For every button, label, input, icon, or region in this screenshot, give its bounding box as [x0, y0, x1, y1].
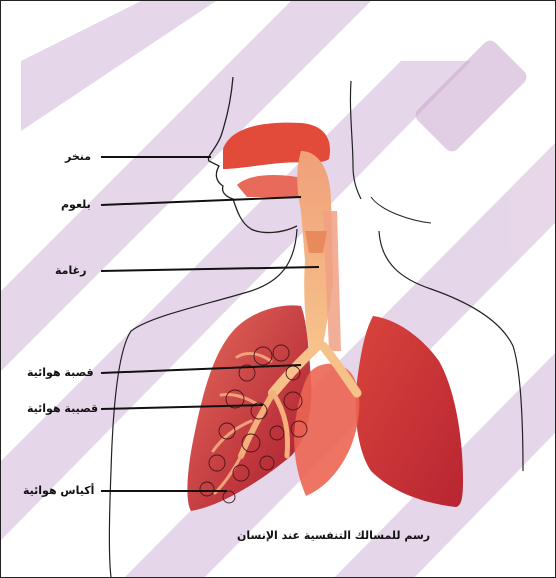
shoulder-right-line [371, 197, 431, 223]
label-bronchus-2: قصيبة هوائية [27, 402, 98, 415]
label-bronchus-1: قصبة هوائية [27, 366, 94, 379]
label-alveoli: أكياس هوائية [23, 484, 94, 497]
label-nostril: منخر [65, 150, 91, 163]
right-lung [356, 316, 463, 507]
label-pharynx: بلعوم [61, 198, 91, 211]
diagram-caption: رسم للمسالك التنفسية عند الإنسان [237, 529, 430, 542]
label-larynx: رغامة [55, 264, 86, 277]
